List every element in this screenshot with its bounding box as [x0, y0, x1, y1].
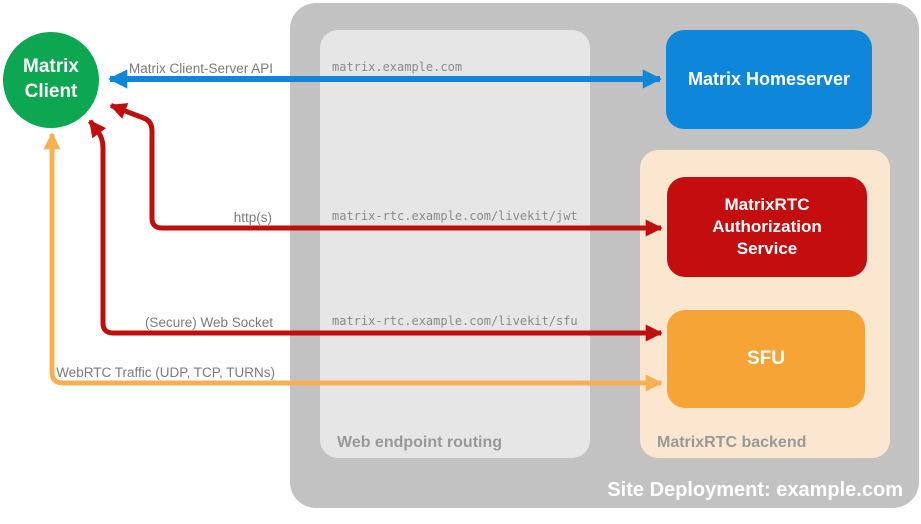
endpoint-livekit-jwt-url: matrix-rtc.example.com/livekit/jwt: [332, 209, 578, 223]
client-server-api-arrow-label: Matrix Client-Server API: [128, 61, 273, 76]
matrix-client-node: Matrix Client: [3, 32, 99, 128]
matrixrtc-backend-label: MatrixRTC backend: [657, 434, 807, 451]
web-endpoint-routing-label: Web endpoint routing: [337, 434, 503, 451]
https-arrow-label: http(s): [233, 210, 272, 225]
webrtc-traffic-arrow-label: WebRTC Traffic (UDP, TCP, TURNs): [56, 365, 275, 380]
sfu-label: SFU: [747, 348, 785, 369]
endpoint-livekit-sfu-url: matrix-rtc.example.com/livekit/sfu: [332, 314, 578, 328]
matrixrtc-authorization-service-node: MatrixRTC Authorization Service: [667, 177, 867, 277]
web-endpoint-routing-box: Web endpoint routing: [320, 30, 590, 458]
endpoint-matrix-url: matrix.example.com: [332, 60, 463, 74]
site-deployment-label: Site Deployment: example.com: [607, 479, 903, 501]
sfu-node: SFU: [667, 310, 865, 408]
websocket-arrow-label: (Secure) Web Socket: [144, 315, 273, 330]
matrix-homeserver-node: Matrix Homeserver: [666, 30, 872, 129]
matrix-client-label: Matrix Client: [23, 56, 79, 102]
matrixrtc-authorization-service-label: MatrixRTC Authorization Service: [712, 194, 822, 259]
matrix-homeserver-label: Matrix Homeserver: [687, 69, 851, 89]
